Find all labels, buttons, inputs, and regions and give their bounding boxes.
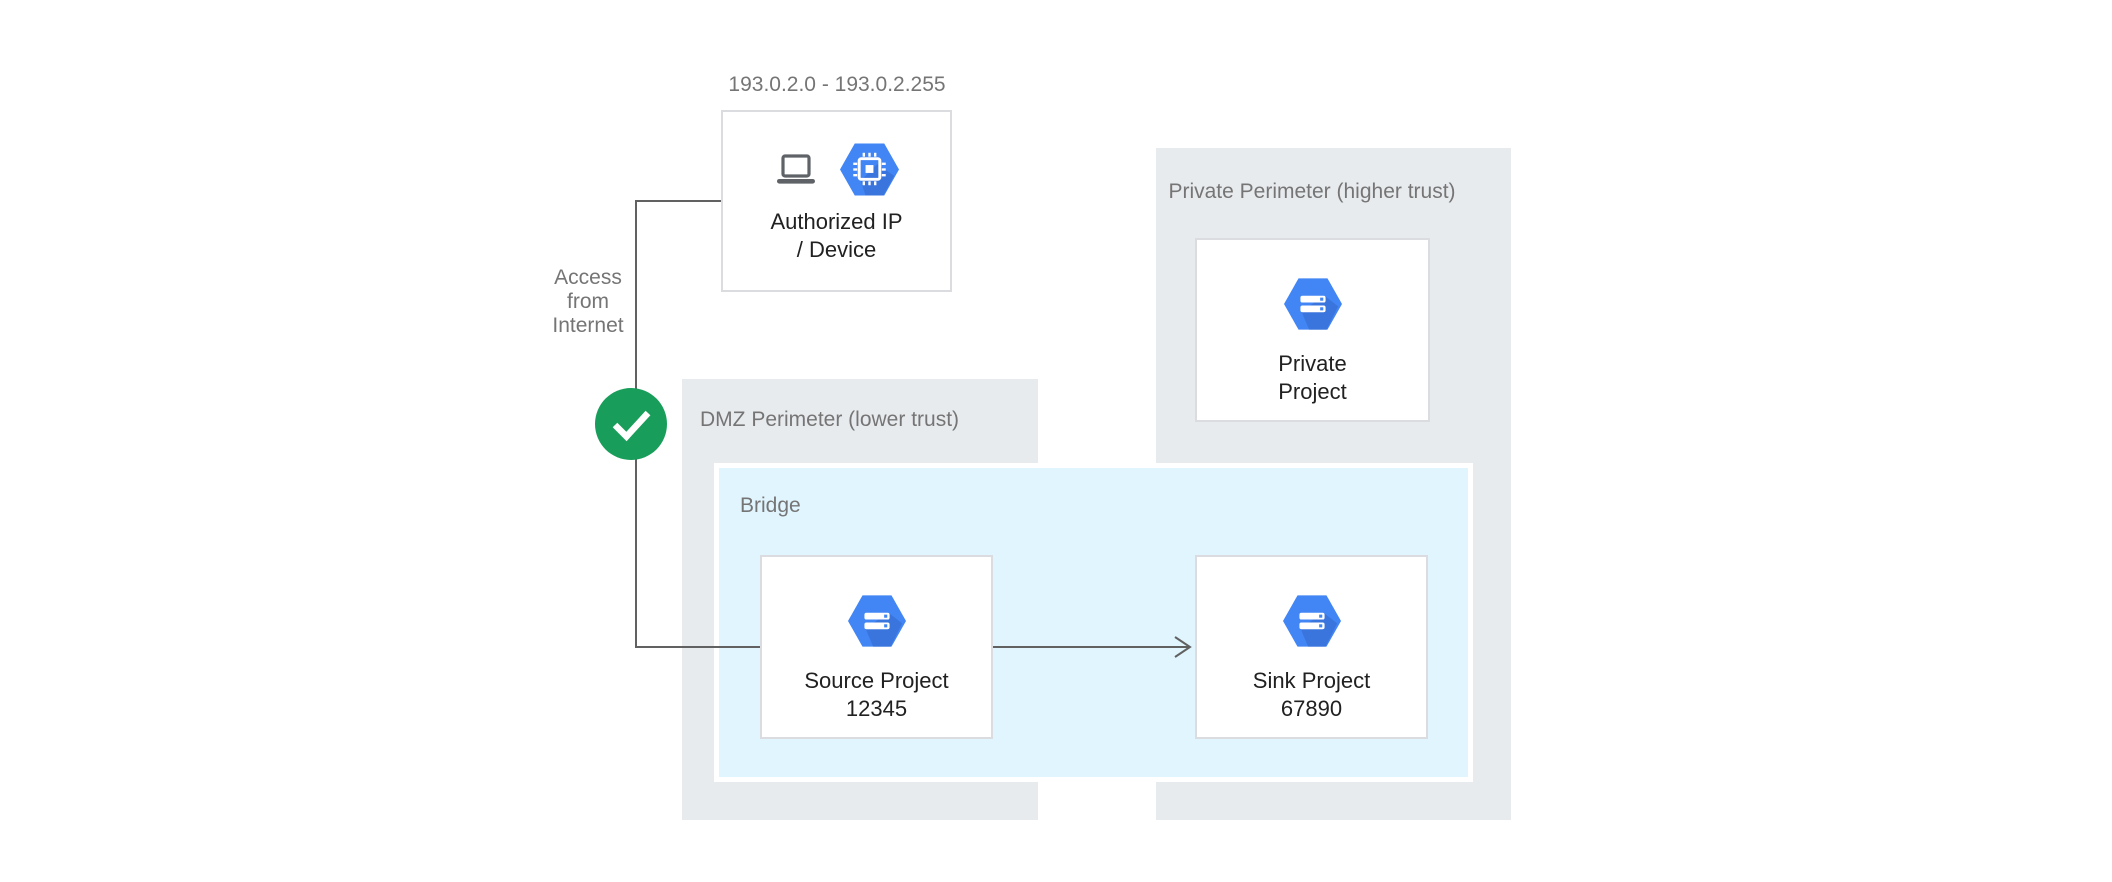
sink-project-label: Sink Project 67890	[1252, 668, 1371, 721]
authorized-node-icons	[774, 143, 899, 196]
compute-chip-hexagon-icon	[840, 143, 899, 196]
private-project-node: Private Project	[1195, 238, 1430, 422]
authorized-ip-device-node: Authorized IP / Device	[721, 110, 952, 292]
ip-range-label: 193.0.2.0 - 193.0.2.255	[728, 73, 946, 96]
checkmark-icon	[612, 410, 651, 442]
bridge-label: Bridge	[740, 494, 801, 517]
private-perimeter-label: Private Perimeter (higher trust)	[1168, 180, 1456, 203]
hexagon-shadow	[1299, 612, 1337, 647]
project-hexagon-icon	[1283, 278, 1342, 330]
sink-project-node: Sink Project 67890	[1195, 555, 1428, 739]
dmz-perimeter-label: DMZ Perimeter (lower trust)	[700, 408, 960, 431]
project-hexagon-icon	[847, 595, 906, 647]
private-project-label: Private Project	[1278, 351, 1347, 404]
source-project-label: Source Project 12345	[804, 668, 949, 721]
project-hexagon-icon	[1282, 595, 1341, 647]
hexagon-shadow	[864, 612, 902, 647]
hexagon-shadow	[1300, 295, 1338, 330]
source-project-node: Source Project 12345	[760, 555, 993, 739]
authorized-node-label: Authorized IP / Device	[770, 209, 903, 262]
access-from-internet-label: Access from Internet	[552, 266, 624, 337]
laptop-icon	[777, 153, 815, 184]
access-allowed-badge	[595, 388, 667, 460]
